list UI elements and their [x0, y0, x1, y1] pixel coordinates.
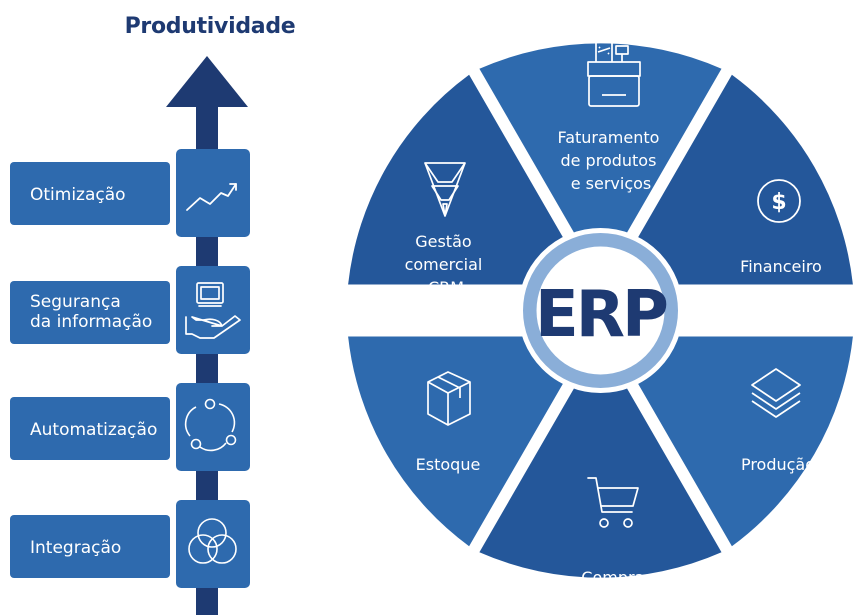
productivity-item-otimizacao: Otimização	[10, 149, 250, 237]
item-label-seguranca: Segurança da informação	[30, 292, 152, 332]
svg-text:$: $	[771, 190, 786, 215]
erp-center-label: ERP	[535, 278, 667, 352]
erp-center-disc	[536, 246, 665, 375]
sector-label-compras: Compras	[581, 568, 652, 587]
stacked-layers-icon	[751, 368, 801, 418]
cycle-icon	[184, 398, 237, 452]
sector-producao	[610, 336, 853, 547]
item-label-otimizacao: Otimização	[30, 185, 126, 205]
sector-label-gestao-comercial: Gestão comercial CRM	[405, 232, 488, 297]
item-label-integracao: Integração	[30, 538, 121, 558]
shopping-cart-icon	[587, 477, 639, 528]
sector-label-financeiro: Financeiro	[740, 257, 822, 276]
sector-estoque	[348, 336, 591, 547]
funnel-icon	[424, 162, 466, 217]
productivity-item-seguranca: Segurança da informação	[10, 266, 250, 354]
sector-faturamento	[479, 43, 722, 279]
box-icon	[427, 371, 471, 426]
trend-chart-icon	[186, 183, 237, 211]
productivity-item-integracao: Integração	[10, 500, 250, 588]
erp-wheel: ERP	[348, 43, 853, 578]
item-label-automatizacao: Automatização	[30, 420, 157, 440]
cash-register-icon	[587, 41, 641, 107]
productivity-title: Produtividade	[124, 14, 296, 39]
productivity-item-automatizacao: Automatização	[10, 383, 250, 471]
sector-label-faturamento: Faturamento de produtos e serviços	[557, 128, 664, 193]
venn-circles-icon	[188, 518, 237, 564]
sector-compras	[479, 342, 722, 578]
sector-label-estoque: Estoque	[416, 455, 481, 474]
sector-gestao-comercial	[348, 74, 591, 285]
dollar-coin-icon: $	[757, 179, 801, 223]
sector-financeiro	[610, 74, 853, 285]
secure-computer-hand-icon	[185, 282, 241, 339]
sector-label-producao: Produção	[741, 455, 815, 474]
